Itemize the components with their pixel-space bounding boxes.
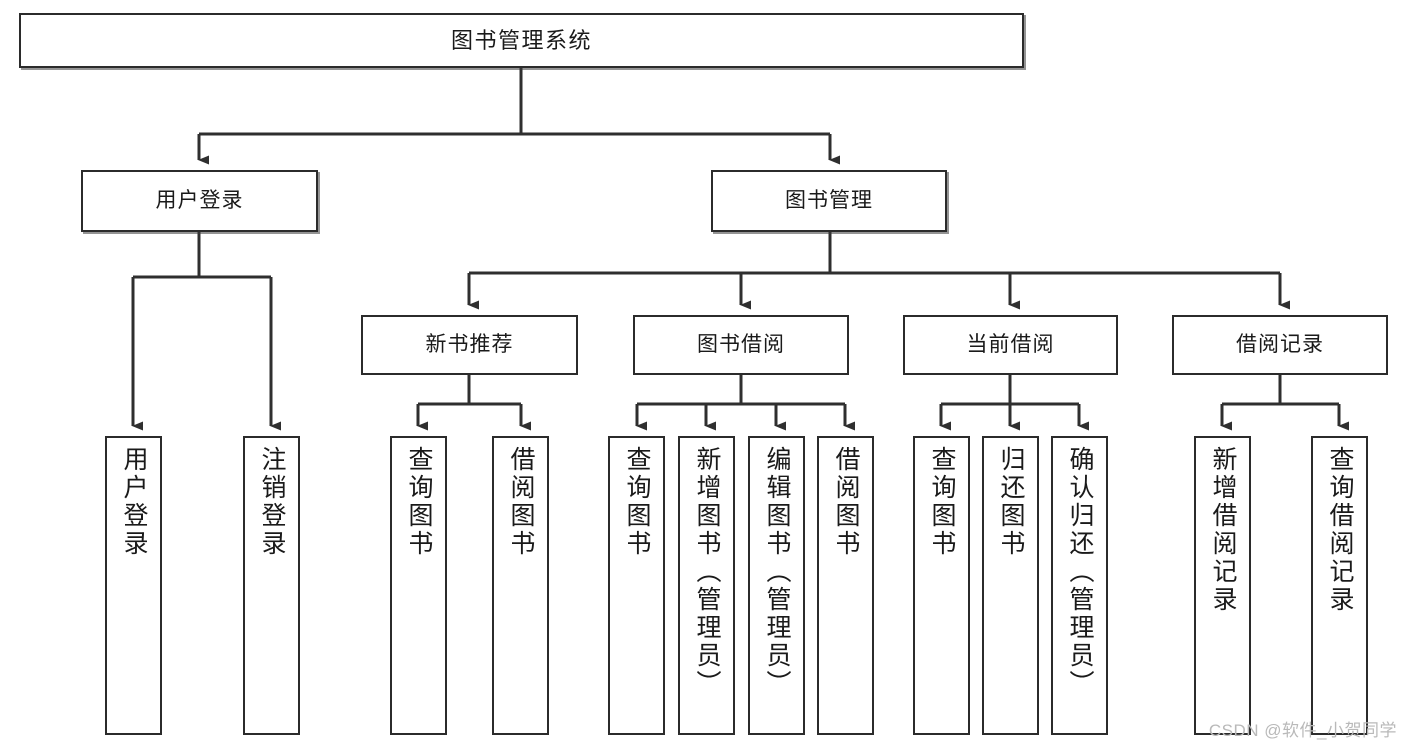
leaf-add-book-admin[interactable]: 新增图书（管理员） — [678, 436, 735, 735]
node-label: 用户登录 — [120, 446, 148, 558]
leaf-query-borrow-record[interactable]: 查询借阅记录 — [1311, 436, 1368, 735]
node-label: 查询图书 — [623, 446, 651, 558]
node-label: 图书管理系统 — [450, 27, 592, 53]
node-label: 注销登录 — [258, 446, 286, 558]
leaf-edit-book-admin[interactable]: 编辑图书（管理员） — [748, 436, 805, 735]
node-book-borrow[interactable]: 图书借阅 — [633, 315, 849, 375]
node-label: 确认归还（管理员） — [1066, 446, 1094, 698]
node-current-borrow[interactable]: 当前借阅 — [903, 315, 1118, 375]
node-label: 新书推荐 — [425, 332, 514, 356]
node-label: 新增图书（管理员） — [693, 446, 721, 698]
node-label: 当前借阅 — [966, 332, 1055, 356]
node-label: 借阅记录 — [1236, 332, 1324, 356]
leaf-return-book[interactable]: 归还图书 — [982, 436, 1039, 735]
csdn-watermark: CSDN @软件_小贺同学 — [1208, 721, 1397, 740]
node-borrow-record[interactable]: 借阅记录 — [1172, 315, 1388, 375]
node-label: 图书管理 — [785, 188, 873, 212]
node-label: 新增借阅记录 — [1209, 446, 1237, 614]
node-label: 编辑图书（管理员） — [763, 446, 791, 698]
node-label: 查询图书 — [928, 446, 956, 558]
node-label: 借阅图书 — [507, 446, 535, 558]
node-book-management-system[interactable]: 图书管理系统 — [19, 13, 1024, 68]
node-label: 查询借阅记录 — [1326, 446, 1354, 614]
node-label: 借阅图书 — [832, 446, 860, 558]
node-book-management[interactable]: 图书管理 — [711, 170, 947, 232]
leaf-user-login[interactable]: 用户登录 — [105, 436, 162, 735]
leaf-confirm-return-admin[interactable]: 确认归还（管理员） — [1051, 436, 1108, 735]
node-label: 查询图书 — [405, 446, 433, 558]
node-user-login[interactable]: 用户登录 — [81, 170, 318, 232]
leaf-query-book-recommend[interactable]: 查询图书 — [390, 436, 447, 735]
leaf-logout[interactable]: 注销登录 — [243, 436, 300, 735]
node-new-book-recommend[interactable]: 新书推荐 — [361, 315, 578, 375]
node-label: 归还图书 — [997, 446, 1025, 558]
leaf-borrow-book[interactable]: 借阅图书 — [817, 436, 874, 735]
leaf-query-book-borrow[interactable]: 查询图书 — [608, 436, 665, 735]
node-label: 用户登录 — [155, 188, 244, 212]
leaf-borrow-book-recommend[interactable]: 借阅图书 — [492, 436, 549, 735]
leaf-add-borrow-record[interactable]: 新增借阅记录 — [1194, 436, 1251, 735]
node-label: 图书借阅 — [697, 332, 785, 356]
leaf-query-book-current[interactable]: 查询图书 — [913, 436, 970, 735]
